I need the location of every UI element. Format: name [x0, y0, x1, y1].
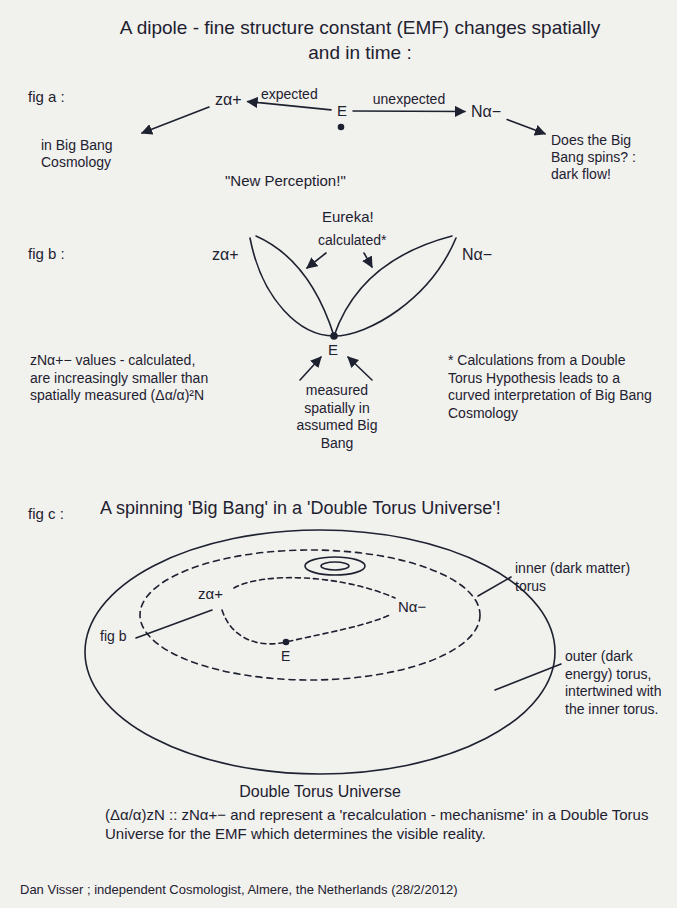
- symbol-label: Nα−: [398, 598, 426, 617]
- node-text: Does the Big Bang spins? : dark flow!: [551, 132, 663, 182]
- arrow-connector: [142, 107, 209, 133]
- curve-arc: [234, 578, 395, 598]
- node-text: E: [337, 102, 347, 120]
- note-text: Eureka!: [322, 208, 374, 227]
- pointer-arrow: [307, 253, 326, 268]
- leader-line: [495, 664, 561, 690]
- note-text: (Δα/α)zN :: zNα+− and represent a 'recal…: [105, 806, 655, 844]
- figure-title: A spinning 'Big Bang' in a 'Double Torus…: [100, 497, 660, 520]
- figure-label: fig b :: [28, 245, 65, 264]
- leader-line: [478, 577, 511, 596]
- figure-label: fig c :: [28, 505, 64, 524]
- note-text: * Calculations from a Double Torus Hypot…: [448, 352, 660, 422]
- inner-torus: [140, 550, 480, 680]
- edge-label: expected: [259, 86, 320, 102]
- note-text: calculated*: [318, 232, 387, 250]
- node-text: in Big Bang Cosmology: [41, 137, 136, 171]
- symbol-label: zα+: [198, 585, 223, 604]
- page-title: A dipole - fine structure constant (EMF)…: [110, 16, 610, 65]
- symbol-label: E: [328, 341, 338, 360]
- pointer-arrow: [364, 253, 372, 267]
- figure-label: fig a :: [28, 88, 65, 107]
- torus-hole: [305, 557, 365, 575]
- curve-arc: [222, 610, 392, 644]
- node-text: Nα−: [471, 102, 501, 121]
- note-text: "New Perception!": [225, 172, 346, 191]
- note-node: in Big Bang Cosmology: [38, 135, 139, 173]
- outer-torus: [85, 530, 555, 774]
- pointer-arrow: [300, 357, 321, 380]
- symbol-label: zα+: [212, 245, 239, 265]
- note-text: zNα+− values - calculated, are increasin…: [30, 352, 210, 405]
- arrow-connector: [507, 120, 545, 134]
- torus-hole: [321, 562, 349, 570]
- figure-caption: Double Torus Universe: [200, 782, 440, 802]
- note-text: measured spatially in assumed Big Bang: [282, 382, 392, 452]
- note-node: Does the Big Bang spins? : dark flow!: [548, 130, 666, 184]
- arrow-connector: [248, 102, 331, 110]
- callout-label: outer (dark energy) torus, intertwined w…: [565, 648, 671, 718]
- symbol-node: zα+: [212, 88, 245, 111]
- curve-arc: [250, 238, 456, 336]
- point-dot: [331, 333, 337, 339]
- curve-arc: [334, 236, 452, 336]
- pointer-arrow: [348, 357, 372, 380]
- edge-label: unexpected: [371, 91, 447, 107]
- point-dot: [284, 640, 289, 645]
- curve-arc: [256, 236, 334, 336]
- point-dot: [339, 125, 344, 130]
- symbol-node: E: [334, 100, 350, 122]
- leader-line: [136, 610, 212, 638]
- symbol-node: Nα−: [468, 100, 504, 123]
- callout-label: inner (dark matter) torus: [515, 560, 665, 595]
- callout-label: fig b: [100, 628, 126, 646]
- arrow-connector: [353, 110, 465, 112]
- node-text: zα+: [215, 90, 242, 109]
- signature-text: Dan Visser ; independent Cosmologist, Al…: [20, 882, 458, 898]
- symbol-label: E: [281, 648, 290, 666]
- symbol-label: Nα−: [462, 245, 492, 265]
